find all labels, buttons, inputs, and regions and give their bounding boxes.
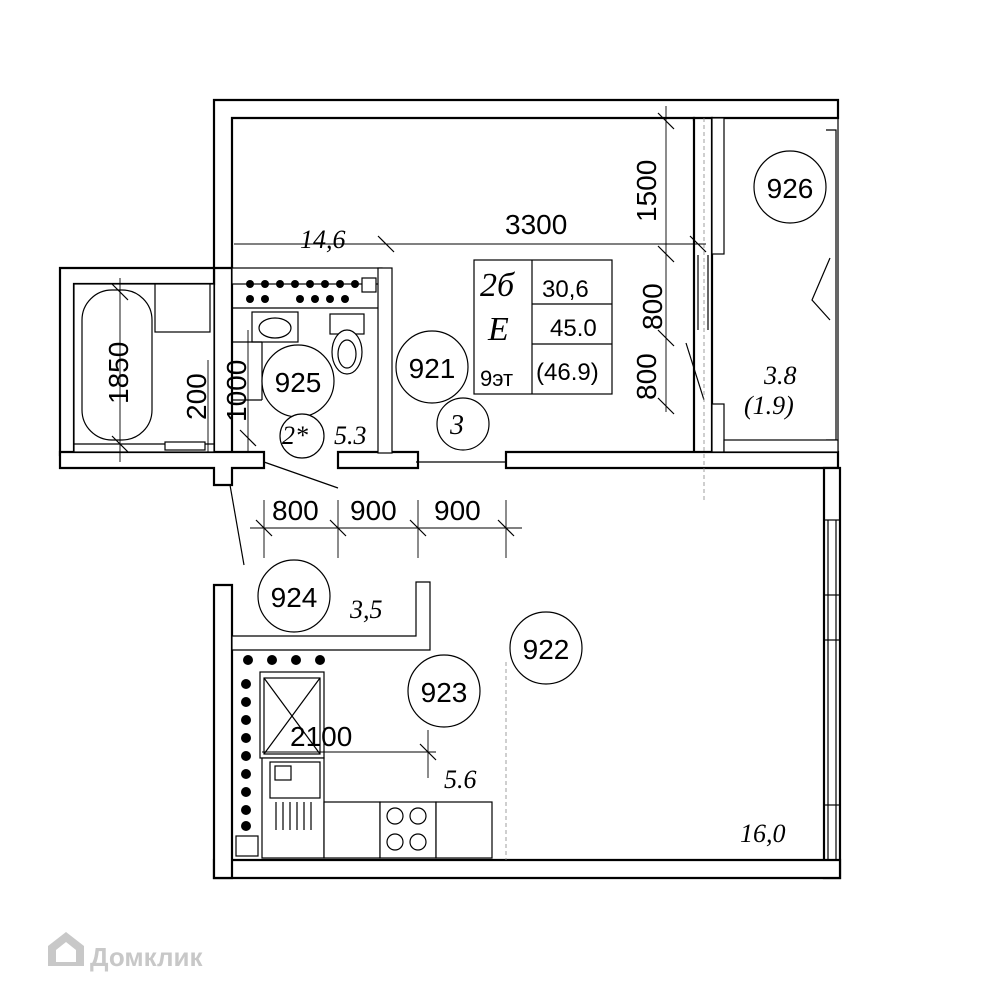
kitchen-fixtures bbox=[231, 581, 493, 859]
dim-door-3: 900 bbox=[434, 495, 481, 526]
area-kitchen: 5.6 bbox=[444, 765, 477, 794]
drainer bbox=[275, 802, 312, 830]
house-logo-icon bbox=[48, 932, 84, 966]
bathroom-fixtures bbox=[73, 117, 839, 454]
room-tag-925: 925 bbox=[275, 367, 322, 398]
legend-total-with-balcony: (46.9) bbox=[536, 359, 599, 386]
legend-living-area: 30,6 bbox=[542, 276, 589, 303]
area-balcony-reduced: (1.9) bbox=[744, 391, 794, 420]
room-tag-921: 921 bbox=[409, 353, 456, 384]
legend-floor: 9эт bbox=[480, 366, 513, 391]
dim-top-width: 3300 bbox=[505, 209, 567, 240]
bathroom-area-circle bbox=[279, 413, 325, 459]
dim-top-right-height: 1500 bbox=[631, 160, 662, 222]
dim-door-1: 800 bbox=[272, 495, 319, 526]
walls bbox=[58, 98, 842, 880]
watermark: Домклик bbox=[48, 932, 203, 972]
legend-type-letter: Е bbox=[487, 311, 509, 348]
pipe-dots bbox=[246, 280, 359, 303]
room-tag-924: 924 bbox=[271, 582, 318, 613]
dim-bath-gap: 200 bbox=[181, 373, 212, 420]
room-tag-921-circle bbox=[395, 330, 469, 404]
watermark-text: Домклик bbox=[90, 942, 203, 972]
dim-bath-height: 1000 bbox=[221, 360, 252, 422]
mark-number: 3 bbox=[449, 410, 464, 441]
dimension-labels: 3300 1500 800 800 1850 200 1000 800 900 … bbox=[103, 160, 668, 752]
legend-type: 2б bbox=[480, 267, 516, 304]
area-corridor: 14,6 bbox=[300, 225, 346, 254]
dim-kitchen-width: 2100 bbox=[290, 721, 352, 752]
dim-window-1: 800 bbox=[637, 283, 668, 330]
dimension-lines bbox=[111, 106, 707, 778]
apartment-legend: 2б Е 9эт 30,6 45.0 (46.9) bbox=[473, 259, 613, 395]
room-tag-922: 922 bbox=[523, 634, 570, 665]
dim-bath-length: 1850 bbox=[103, 342, 134, 404]
room-tag-923-circle bbox=[407, 654, 481, 728]
room-tag-923: 923 bbox=[421, 677, 468, 708]
room-tag-922-circle bbox=[509, 611, 583, 685]
area-balcony: 3.8 bbox=[763, 361, 797, 390]
room-tag-926: 926 bbox=[767, 173, 814, 204]
area-bathroom: 5.3 bbox=[334, 421, 367, 450]
room-tag-924-circle bbox=[257, 559, 331, 633]
mark-circle bbox=[436, 397, 490, 451]
legend-total-area: 45.0 bbox=[550, 315, 597, 342]
room-tag-926-circle bbox=[753, 150, 827, 224]
area-living: 16,0 bbox=[740, 819, 786, 848]
dim-window-2: 800 bbox=[631, 353, 662, 400]
dim-door-2: 900 bbox=[350, 495, 397, 526]
room-areas: 14,6 2* 5.3 3.8 (1.9) 3,5 5.6 16,0 bbox=[282, 225, 797, 848]
vent-dots bbox=[241, 655, 325, 831]
area-hall: 3,5 bbox=[349, 595, 383, 624]
room-tags: 926 921 925 924 922 923 3 bbox=[257, 150, 827, 728]
area-bathroom-prefix: 2* bbox=[282, 421, 308, 450]
